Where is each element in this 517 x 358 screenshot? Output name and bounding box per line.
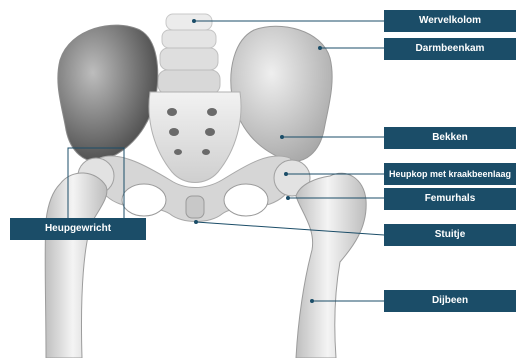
label-darmbeenkam: Darmbeenkam — [384, 38, 516, 60]
left-iliac-wing — [58, 25, 158, 161]
label-femurhals: Femurhals — [384, 188, 516, 210]
sacrum — [149, 92, 241, 183]
right-iliac-wing — [231, 26, 332, 161]
left-femur — [45, 158, 114, 358]
right-femur — [274, 160, 366, 358]
label-heupkop: Heupkop met kraakbeenlaag — [384, 163, 516, 185]
spine — [158, 14, 220, 94]
label-bekken: Bekken — [384, 127, 516, 149]
pubic-symphysis — [186, 196, 204, 218]
left-obturator — [122, 184, 166, 216]
label-heupgewricht: Heupgewricht — [10, 218, 146, 240]
label-stuitje: Stuitje — [384, 224, 516, 246]
label-dijbeen: Dijbeen — [384, 290, 516, 312]
right-obturator — [224, 184, 268, 216]
label-wervelkolom: Wervelkolom — [384, 10, 516, 32]
